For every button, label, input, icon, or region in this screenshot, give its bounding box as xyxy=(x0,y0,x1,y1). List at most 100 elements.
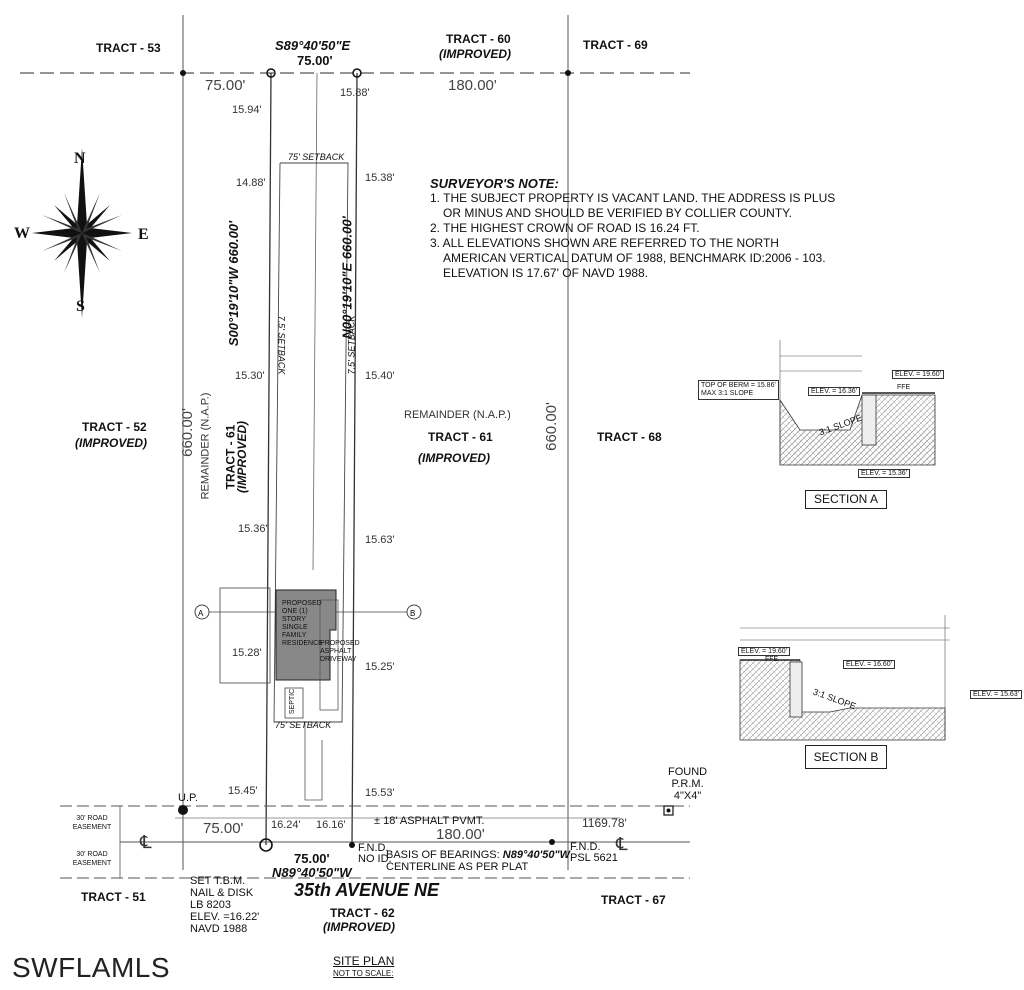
proposed-building xyxy=(275,589,337,681)
tbm-line: LB 8203 xyxy=(190,899,231,911)
west-bearing: S00°19'10"W 660.00' xyxy=(226,220,242,347)
section-a-berm-text: TOP OF BERM = 15.86' xyxy=(701,382,776,389)
tract-69-label: TRACT - 69 xyxy=(583,38,648,52)
watermark: SWFLAMLS xyxy=(12,952,171,983)
fnd-line: F.N.D. xyxy=(570,841,601,853)
corner-marker xyxy=(180,70,186,76)
side-setback-label: 7.5' SETBACK xyxy=(276,315,287,375)
compass-rose xyxy=(32,148,132,318)
septic-label: SEPTIC xyxy=(289,688,297,715)
elevation: 15.40' xyxy=(365,370,395,382)
tract-61-status: (IMPROVED) xyxy=(418,451,490,465)
easement-label: 30' ROAD EASEMENT xyxy=(72,815,112,831)
asphalt-label: ± 18' ASPHALT PVMT. xyxy=(374,815,485,827)
note-line: 1. THE SUBJECT PROPERTY IS VACANT LAND. … xyxy=(430,191,836,205)
north-distance: 75.00' xyxy=(297,53,333,68)
tract-68-label: TRACT - 68 xyxy=(597,430,662,444)
tract-61-left-status: (IMPROVED) xyxy=(235,421,249,493)
prm-marker xyxy=(663,805,674,816)
remainder-label: REMAINDER (N.A.P.) xyxy=(404,409,511,421)
tract-62-frontage: 180.00' xyxy=(436,826,485,843)
note-line: AMERICAN VERTICAL DATUM OF 1988, BENCHMA… xyxy=(443,251,826,265)
corner-marker xyxy=(565,70,571,76)
elevation: 15.53' xyxy=(365,787,395,799)
tract-51-label: TRACT - 51 xyxy=(81,890,146,904)
prm-line: FOUND xyxy=(668,766,708,778)
tract-52-label: TRACT - 52 xyxy=(82,420,147,434)
fnd-psl: F.N.D. PSL 5621 xyxy=(570,842,618,864)
elevation: 15.25' xyxy=(365,661,395,673)
proposed-driveway xyxy=(319,599,339,711)
section-a-ffe: FFE xyxy=(897,384,911,391)
front-setback-label: 75' SETBACK xyxy=(288,152,345,162)
center-line xyxy=(312,72,318,571)
svg-text:B: B xyxy=(410,609,415,618)
street-name: 35th AVENUE NE xyxy=(294,880,440,900)
fnd-no-id: F.N.D. NO ID. xyxy=(358,843,392,865)
driveway-label: PROPOSED ASPHALT DRIVEWAY xyxy=(320,640,360,663)
section-b-drawing xyxy=(739,615,950,741)
section-b-elev: ELEV. = 16.60' xyxy=(843,660,896,669)
section-a-elev: ELEV. = 16.36' xyxy=(808,387,861,396)
section-a-berm: TOP OF BERM = 15.86' MAX 3:1 SLOPE xyxy=(698,380,779,400)
elevation: 15.36' xyxy=(238,523,268,535)
elevation: 15.30' xyxy=(235,370,265,382)
compass-e: E xyxy=(138,226,149,243)
section-b-elev: ELEV. = 15.63' xyxy=(970,690,1023,699)
corner-marker xyxy=(352,68,362,78)
surveyors-note: SURVEYOR'S NOTE: 1. THE SUBJECT PROPERTY… xyxy=(430,176,835,281)
tract-62-label: TRACT - 62 xyxy=(330,906,395,920)
fill-area xyxy=(219,587,271,684)
tbm-note: SET T.B.M. NAIL & DISK LB 8203 ELEV. =16… xyxy=(190,875,259,935)
tract-53-frontage: 75.00' xyxy=(205,77,246,94)
corner-marker xyxy=(349,842,355,848)
corner-marker xyxy=(259,838,273,852)
fnd-line: PSL 5621 xyxy=(570,852,618,864)
site-plan-scale: NOT TO SCALE: xyxy=(333,969,394,978)
corner-marker xyxy=(549,839,555,845)
south-distance: 75.00' xyxy=(294,851,330,866)
compass-s: S xyxy=(76,298,85,315)
west-property-line xyxy=(265,72,272,846)
note-line: OR MINUS AND SHOULD BE VERIFIED BY COLLI… xyxy=(443,206,792,220)
elevation: 15.28' xyxy=(232,647,262,659)
tract-60-status: (IMPROVED) xyxy=(439,47,511,61)
side-setback-label: 7.5' SETBACK xyxy=(346,315,357,375)
remainder-left-label: REMAINDER (N.A.P.) xyxy=(199,392,212,500)
elevation: 14.88' xyxy=(236,177,266,189)
septic-field xyxy=(284,687,304,719)
elevation: 16.24' xyxy=(271,819,301,831)
section-b-elev: ELEV. = 19.60' xyxy=(738,647,791,656)
tbm-line: NAVD 1988 xyxy=(190,923,248,935)
section-a-elev: ELEV. = 19.60' xyxy=(892,370,945,379)
tract-60-label: TRACT - 60 xyxy=(446,32,511,46)
rear-setback-label: 75' SETBACK xyxy=(275,720,332,730)
building-label: PROPOSED ONE (1) STORY SINGLE FAMILY RES… xyxy=(282,600,323,647)
section-b-title: SECTION B xyxy=(805,745,887,769)
elevation: 15.38' xyxy=(365,172,395,184)
tract-60-frontage: 180.00' xyxy=(448,77,497,94)
tbm-line: SET T.B.M. xyxy=(190,875,246,887)
tbm-line: NAIL & DISK xyxy=(190,887,254,899)
elevation: 15.88' xyxy=(340,87,370,99)
note-line: 2. THE HIGHEST CROWN OF ROAD IS 16.24 FT… xyxy=(430,221,700,235)
fnd-line: NO ID. xyxy=(358,853,392,865)
prm-distance: 1169.78' xyxy=(582,816,627,830)
south-bearing: N89°40'50"W xyxy=(272,865,352,880)
section-b-ffe: FFE xyxy=(765,656,779,663)
setback-box xyxy=(273,162,349,723)
found-prm: FOUND P.R.M. 4"X4" xyxy=(668,766,707,802)
tract-62-status: (IMPROVED) xyxy=(323,920,395,934)
corner-marker xyxy=(266,68,276,78)
section-a-drawing xyxy=(779,340,936,466)
basis-note: CENTERLINE AS PER PLAT xyxy=(386,861,529,873)
basis-bearing: N89°40'50"W xyxy=(502,849,571,861)
note-line: 3. ALL ELEVATIONS SHOWN ARE REFERRED TO … xyxy=(430,236,779,250)
utility-pole xyxy=(178,805,188,815)
utility-pole-label: U.P. xyxy=(178,792,198,804)
tract-68-depth: 660.00' xyxy=(542,402,560,451)
tract-61-label: TRACT - 61 xyxy=(428,430,493,444)
svg-text:A: A xyxy=(198,609,204,618)
north-bearing: S89°40'50"E xyxy=(275,38,351,53)
